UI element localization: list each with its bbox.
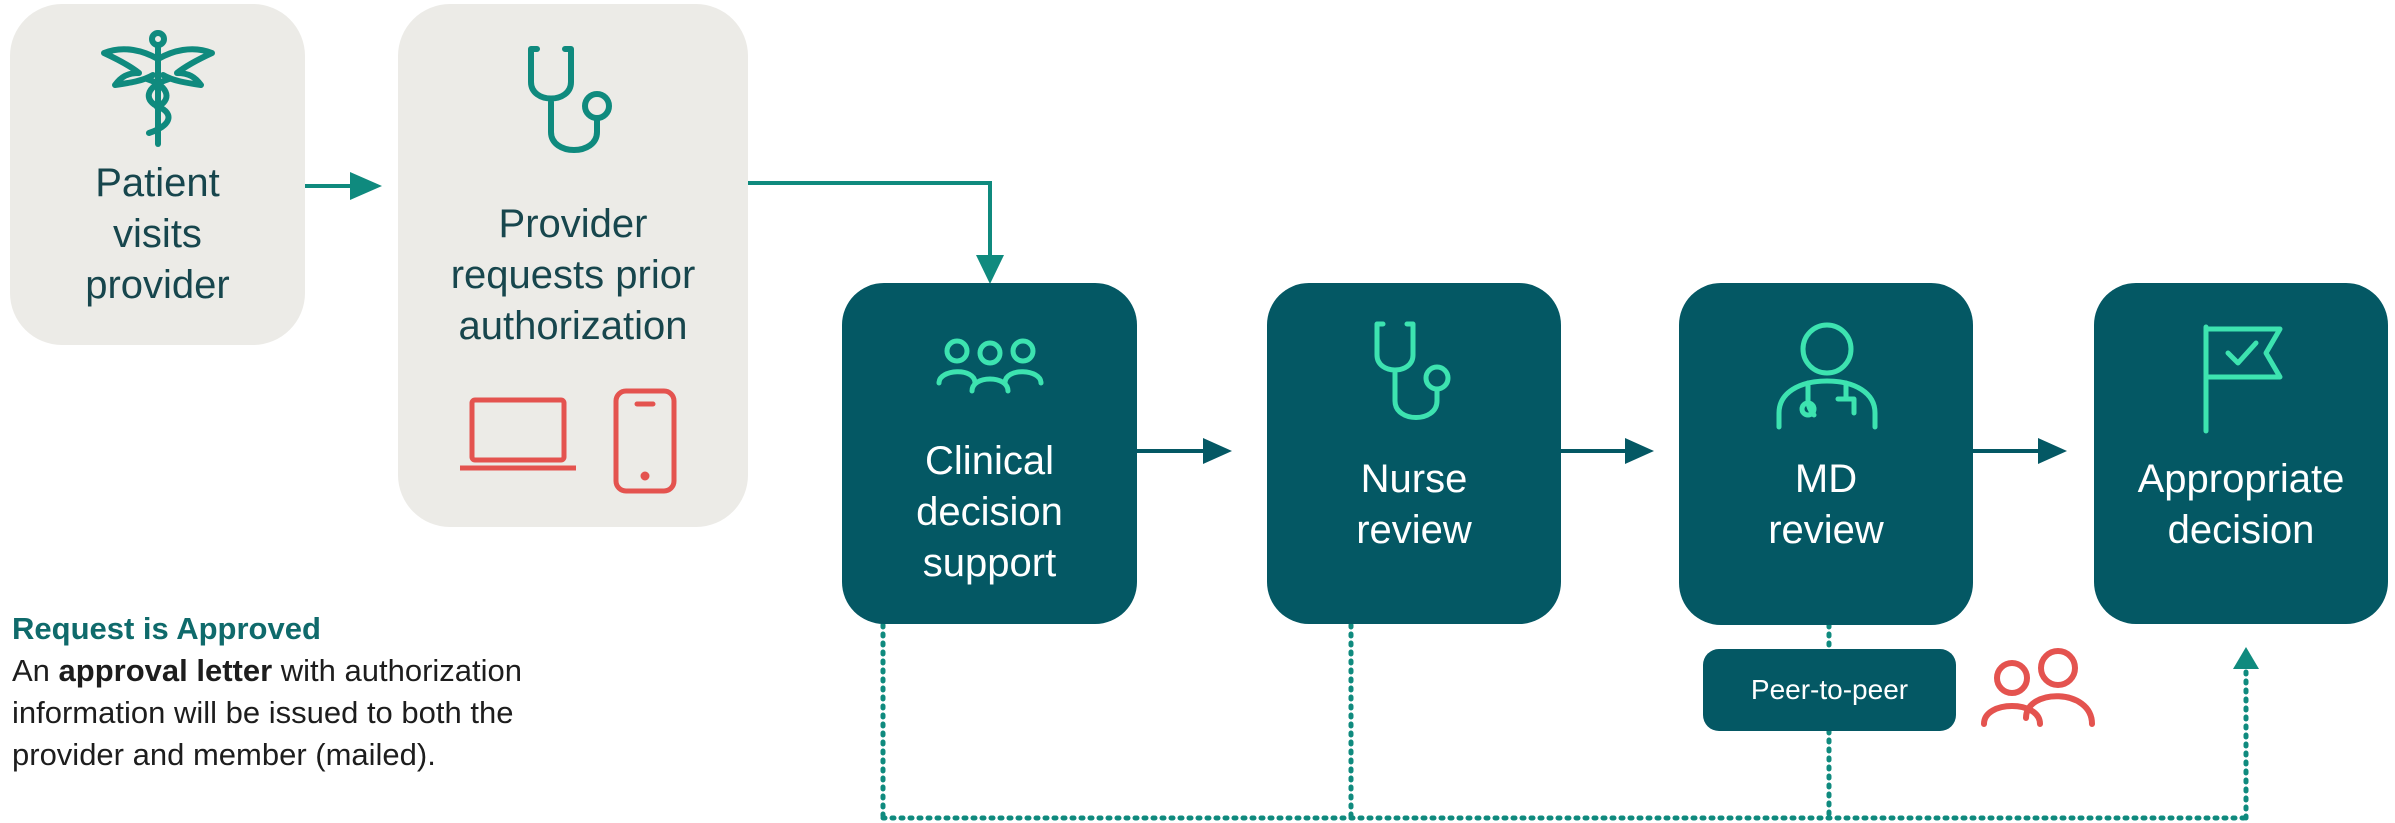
peer-to-peer-badge: Peer-to-peer	[1703, 649, 1956, 731]
caduceus-icon	[101, 30, 215, 147]
flag-check-icon	[2203, 324, 2283, 434]
stethoscope-icon	[1374, 321, 1451, 420]
step-label: Patient visits provider	[85, 161, 230, 307]
step-label: Nurse review	[1356, 457, 1472, 552]
step-label: Appropriate decision	[2137, 457, 2345, 552]
arrow-cds-to-nurse	[1137, 438, 1232, 464]
step-label: Clinical decision support	[916, 439, 1063, 585]
arrow-to-decision-up	[2233, 647, 2259, 669]
approval-note: Request is Approved An approval letter w…	[12, 608, 612, 776]
arrow-patient-to-provider	[305, 172, 382, 200]
step-label: MD review	[1768, 457, 1884, 552]
step-appropriate-decision: Appropriate decision	[2094, 283, 2388, 624]
approval-note-title: Request is Approved	[12, 611, 321, 646]
dotted-approval-path	[880, 622, 2249, 821]
laptop-icon	[460, 397, 576, 471]
arrow-provider-to-cds	[748, 181, 1004, 284]
step-nurse-review: Nurse review	[1267, 283, 1561, 624]
group-icon	[936, 338, 1044, 394]
doctor-icon	[1776, 322, 1878, 430]
stethoscope-icon	[528, 46, 612, 153]
step-label: Provider requests prior authorization	[450, 202, 696, 348]
arrow-md-to-decision	[1973, 438, 2067, 464]
step-provider-requests-authorization: Provider requests prior authorization	[398, 4, 748, 527]
step-patient-visits-provider: Patient visits provider	[10, 4, 305, 345]
smartphone-icon	[613, 388, 677, 494]
step-md-review: MD review	[1679, 283, 1973, 625]
arrow-nurse-to-md	[1561, 438, 1654, 464]
approval-note-bold: approval letter	[58, 653, 273, 688]
people-icon	[1981, 648, 2095, 727]
step-clinical-decision-support: Clinical decision support	[842, 283, 1137, 624]
approval-note-prefix: An	[12, 653, 59, 688]
approval-note-suffix: with authorization information will be i…	[12, 653, 523, 772]
